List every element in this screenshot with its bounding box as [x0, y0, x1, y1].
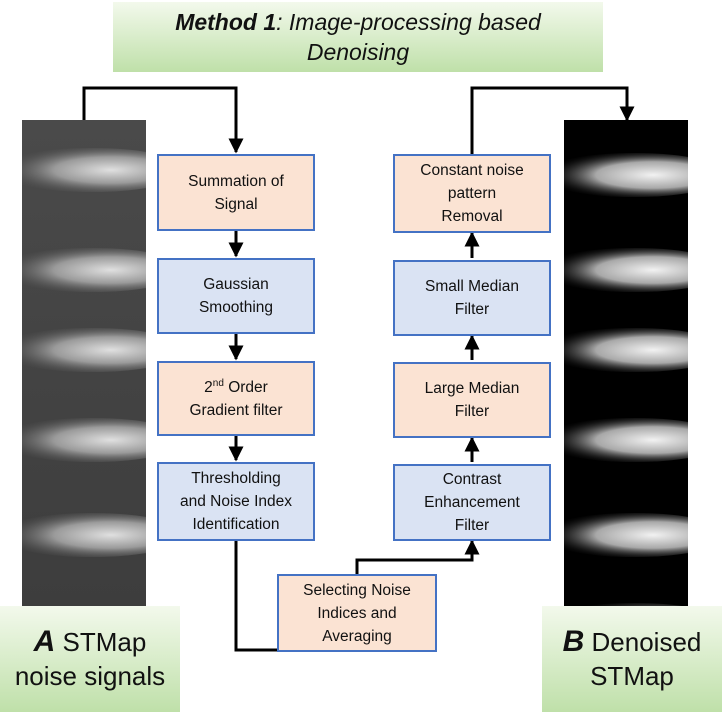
denoised-band: [564, 418, 688, 462]
denoised-band: [564, 513, 688, 557]
noisy-band: [22, 328, 146, 372]
label-b-letter: B: [562, 625, 585, 658]
label-a-stmap-noise: A STMap noise signals: [0, 606, 180, 712]
arrow-input-to-summation: [82, 86, 244, 154]
label-a-letter: A: [33, 625, 56, 658]
denoised-band: [564, 248, 688, 292]
noisy-band: [22, 248, 146, 292]
arrow-selecting-to-contrast: [355, 539, 480, 574]
denoised-band: [564, 153, 688, 197]
title-banner: Method 1: Image-processing based Denoisi…: [113, 2, 603, 72]
noisy-band: [22, 513, 146, 557]
arrow-constant-to-output: [470, 86, 635, 154]
title-line-2: Denoising: [306, 39, 410, 65]
denoised-band: [564, 328, 688, 372]
noisy-band: [22, 418, 146, 462]
title-line-1: Method 1: Image-processing based: [175, 9, 541, 35]
label-b-denoised-stmap: B Denoised STMap: [542, 606, 722, 712]
noisy-band: [22, 148, 146, 192]
